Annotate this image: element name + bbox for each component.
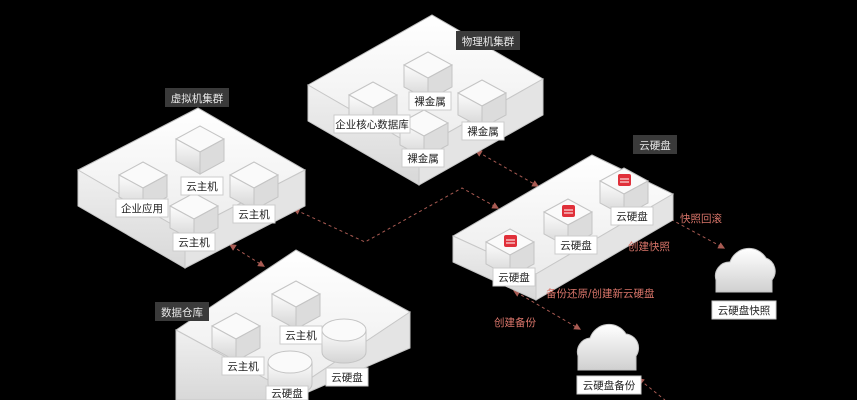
- node-label: 云硬盘: [616, 210, 648, 223]
- node-label: 云硬盘备份: [583, 379, 636, 392]
- cluster-title: 虚拟机集群: [171, 92, 224, 105]
- node-label: 云硬盘: [331, 371, 363, 384]
- warehouse-cluster: 云主机 云主机 云硬盘 云硬盘 数据仓库: [155, 249, 411, 400]
- node-label: 云主机: [285, 329, 317, 342]
- arrow-virtual-to-warehouse: [229, 244, 265, 267]
- annotation-snapshot-rollback: 快照回滚: [680, 212, 722, 225]
- node-label: 云硬盘: [560, 239, 592, 252]
- node-label: 云硬盘快照: [718, 304, 771, 317]
- arrow-backup-bottom: [637, 377, 666, 400]
- cluster-title: 数据仓库: [161, 306, 203, 319]
- server-cube: [270, 280, 322, 330]
- server-cube: [168, 192, 220, 242]
- cluster-title: 云硬盘: [639, 139, 671, 152]
- arrow-physical-to-disk: [474, 150, 540, 187]
- node-label: 云主机: [238, 208, 270, 221]
- node-label: 云主机: [227, 360, 259, 373]
- disk-icon: [618, 174, 631, 186]
- snapshot-cloud: 云硬盘快照: [711, 247, 777, 320]
- node-label: 企业核心数据库: [335, 118, 409, 131]
- cluster-title: 物理机集群: [462, 35, 515, 48]
- server-cube: [402, 51, 454, 101]
- server-cube: [228, 161, 280, 211]
- server-cube: [210, 312, 262, 362]
- server-cube: [174, 125, 226, 175]
- node-label: 裸金属: [407, 152, 439, 165]
- backup-cloud: 云硬盘备份: [576, 323, 642, 395]
- annotation-backup-restore: 备份还原/创建新云硬盘: [546, 287, 655, 300]
- disk-icon: [504, 235, 517, 247]
- node-label: 云主机: [178, 236, 210, 249]
- node-label: 云硬盘: [271, 387, 303, 400]
- arrow-virtual-to-disk: [292, 187, 500, 243]
- virtual-cluster: 云主机 企业应用 云主机 云主机 虚拟机集群: [76, 88, 307, 269]
- server-cube: [456, 79, 508, 129]
- disk-cylinder: [321, 318, 367, 364]
- cloud-disk-cluster: 云硬盘 云硬盘 云硬盘 云硬盘: [451, 135, 677, 301]
- annotation-create-snapshot: 创建快照: [628, 240, 670, 253]
- annotation-create-backup: 创建备份: [494, 316, 536, 329]
- node-label: 企业应用: [121, 202, 163, 215]
- disk-icon: [562, 205, 575, 217]
- node-label: 云硬盘: [498, 271, 530, 284]
- node-label: 裸金属: [467, 125, 499, 138]
- node-label: 裸金属: [414, 95, 446, 108]
- physical-cluster: 裸金属 企业核心数据库 裸金属 裸金属 物理机集群: [306, 14, 545, 186]
- node-label: 云主机: [186, 180, 218, 193]
